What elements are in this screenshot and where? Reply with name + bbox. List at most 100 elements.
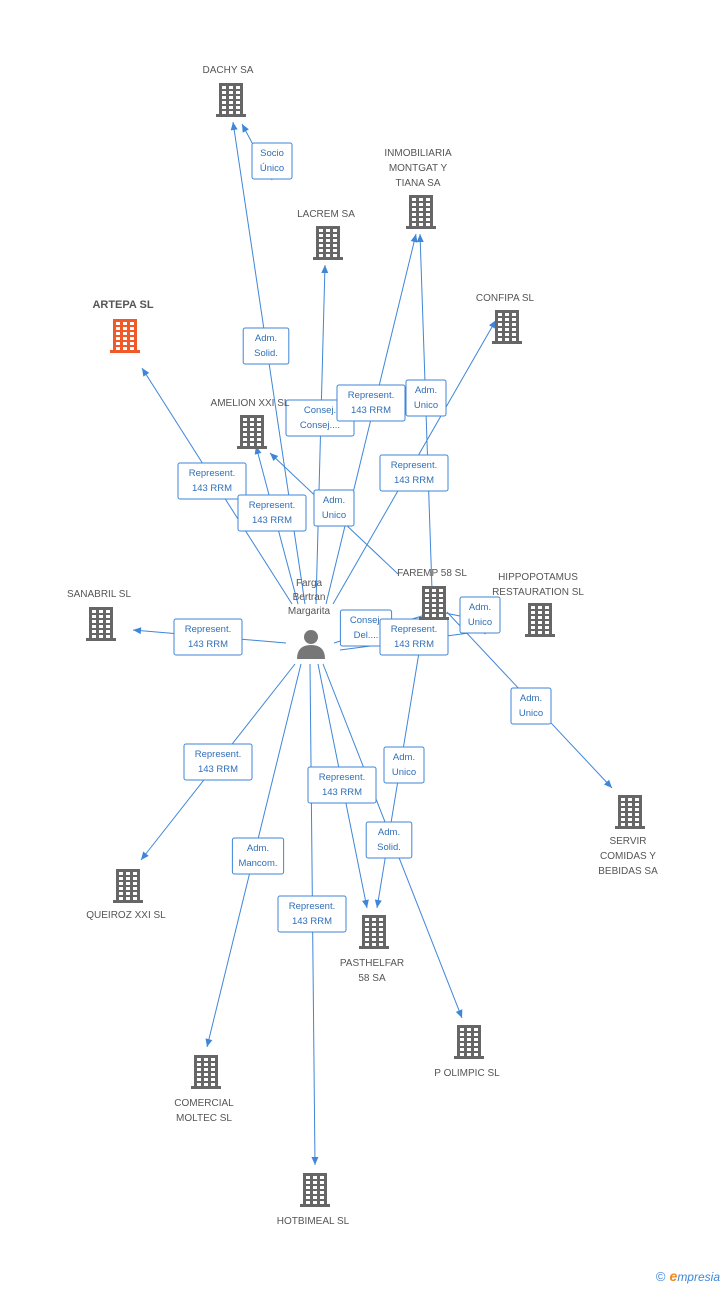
node-polimpic[interactable]: P OLIMPIC SL [434,1025,500,1079]
edge-label-p-pasthelfar[interactable]: Represent.143 RRM [307,766,377,804]
edge-label-box [365,821,413,859]
edge-label-faremp-servir[interactable]: Adm.Unico [510,687,552,725]
node-label: RESTAURATION SL [492,587,584,598]
node-faremp[interactable]: FAREMP 58 SL [397,568,467,620]
building-window [257,443,261,446]
node-amelion[interactable]: AMELION XXI SL [211,398,290,449]
building-window [460,1043,464,1046]
building-window [106,635,110,638]
edge-label-box [313,489,355,527]
building-window [505,323,509,326]
building-window [474,1048,478,1051]
building-window [512,333,516,336]
node-artepa[interactable]: ARTEPA SL [92,299,154,353]
node-sanabril[interactable]: SANABRIL SL [67,589,132,641]
building-icon [216,83,246,117]
brand-name: mpresia [677,1270,720,1284]
building-window [92,615,96,618]
edge-label-box [307,766,377,804]
building-window [211,1073,215,1076]
building-base [419,617,449,620]
building-window [126,897,130,900]
edge-label-text: Unico [519,708,543,719]
building-window [99,625,103,628]
building-window [538,611,542,614]
building-window [222,111,226,114]
edge-label-p-inmo[interactable]: Represent.143 RRM [336,384,406,422]
building-base [313,257,343,260]
arrow-head-icon [205,1038,213,1047]
node-label: ARTEPA SL [92,299,153,311]
node-confipa[interactable]: CONFIPA SL [476,293,535,344]
building-window [419,218,423,221]
node-dachy[interactable]: DACHY SA [203,65,254,117]
building-window [222,96,226,99]
node-hotbimeal[interactable]: HOTBIMEAL SL [277,1173,350,1227]
edge-label-p-moltec[interactable]: Adm.Mancom. [231,837,285,875]
building-window [106,615,110,618]
building-window [425,594,429,597]
building-window [204,1078,208,1081]
footer-brand[interactable]: © empresia [656,1268,720,1284]
edge-label-faremp-amelion[interactable]: Adm.Unico [313,489,355,527]
edge-label-faremp-hippo[interactable]: Adm.Unico [459,596,501,634]
edge-label-p-artepa[interactable]: Represent.143 RRM [177,462,247,500]
building-window [498,323,502,326]
building-window [426,198,430,201]
building-window [531,606,535,609]
building-window [236,101,240,104]
node-lacrem[interactable]: LACREM SA [297,209,355,260]
person-head [304,630,318,644]
node-label: MONTGAT Y [389,163,448,174]
building-window [412,208,416,211]
edge-label-p-sanabril[interactable]: Represent.143 RRM [173,618,243,656]
edge-label-faremp-pasthelfar[interactable]: Adm.Unico [383,746,425,784]
edge-label-p-confipa[interactable]: Represent.143 RRM [379,454,449,492]
edge-label-p-hippo[interactable]: Represent.143 RRM [379,618,449,656]
building-window [467,1033,471,1036]
arrow-head-icon [270,453,279,462]
building-window [628,818,632,821]
building-window [106,610,110,613]
building-window [333,254,337,257]
edge-label-p-queiroz[interactable]: Represent.143 RRM [183,743,253,781]
building-window [545,616,549,619]
edge-label-text: Solid. [254,348,278,359]
arrow-head-icon [455,1009,463,1018]
building-window [204,1073,208,1076]
edge-label-text: Adm. [247,843,269,854]
node-queiroz[interactable]: QUEIROZ XXI SL [86,869,166,921]
building-window [635,818,639,821]
arrow-head-icon [374,899,382,908]
building-window [211,1063,215,1066]
edge-label-p-hotbimeal[interactable]: Represent.143 RRM [277,895,347,933]
node-label: COMERCIAL [174,1098,234,1109]
edge-label-p-polimpic[interactable]: Adm.Solid. [365,821,413,859]
edge-label-text: 143 RRM [394,475,434,486]
building-window [123,337,127,340]
building-window [116,342,120,345]
building-window [99,610,103,613]
edge-label-text: Adm. [255,333,277,344]
edge-label-faremp-inmo[interactable]: Adm.Unico [405,379,447,417]
building-window [505,328,509,331]
edge-label-p-amelion[interactable]: Represent.143 RRM [237,494,307,532]
edge-label-p-dachy[interactable]: Adm. Solid. [242,327,290,365]
building-window [313,1191,317,1194]
building-window [197,1058,201,1061]
building-window [635,813,639,816]
building-window [319,254,323,257]
edge-label-text: Solid. [377,842,401,853]
building-icon [113,869,143,903]
building-window [313,1186,317,1189]
building-window [243,423,247,426]
building-icon [419,586,449,620]
edge-label-text: Del.... [354,630,379,641]
